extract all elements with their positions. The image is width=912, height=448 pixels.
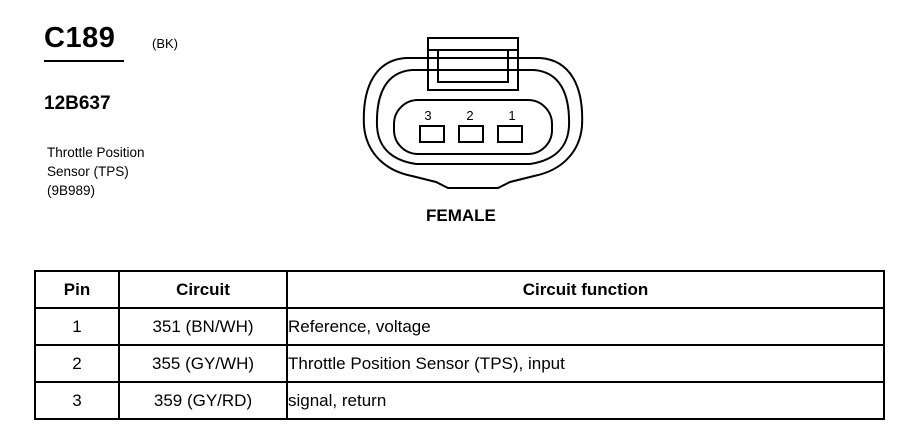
pin-label-3: 3 bbox=[424, 108, 431, 123]
component-description: Throttle Position Sensor (TPS) (9B989) bbox=[47, 143, 145, 200]
connector-housing-outline bbox=[362, 57, 584, 189]
locking-tab bbox=[427, 37, 519, 91]
pin-cell: 3 bbox=[34, 381, 120, 420]
column-header-function: Circuit function bbox=[286, 270, 885, 309]
locking-tab-inner bbox=[437, 49, 509, 83]
table-row: 2 355 (GY/WH) Throttle Position Sensor (… bbox=[34, 344, 885, 383]
connector-face-diagram: 3 2 1 bbox=[362, 37, 584, 189]
connector-color: (BK) bbox=[152, 36, 178, 51]
function-cell: Reference, voltage bbox=[286, 307, 885, 346]
pin-label-1: 1 bbox=[508, 108, 515, 123]
description-line: Sensor (TPS) bbox=[47, 164, 129, 179]
circuit-cell: 355 (GY/WH) bbox=[118, 344, 288, 383]
pinout-table: Pin Circuit Circuit function 1 351 (BN/W… bbox=[34, 270, 885, 420]
pin-socket-1 bbox=[497, 125, 523, 143]
pin-socket-3 bbox=[419, 125, 445, 143]
pin-cell: 2 bbox=[34, 344, 120, 383]
pin-cell: 1 bbox=[34, 307, 120, 346]
function-cell: signal, return bbox=[286, 381, 885, 420]
part-number: 12B637 bbox=[44, 93, 111, 114]
description-line: (9B989) bbox=[47, 183, 96, 198]
terminal-cavity bbox=[393, 99, 553, 155]
pin-socket-2 bbox=[458, 125, 484, 143]
function-cell: Throttle Position Sensor (TPS), input bbox=[286, 344, 885, 383]
connector-inner-outline bbox=[375, 69, 571, 165]
connector-id: C189 bbox=[44, 22, 116, 54]
column-header-pin: Pin bbox=[34, 270, 120, 309]
description-line: Throttle Position bbox=[47, 145, 145, 160]
table-row: 1 351 (BN/WH) Reference, voltage bbox=[34, 307, 885, 346]
connector-gender-label: FEMALE bbox=[426, 206, 496, 225]
circuit-cell: 359 (GY/RD) bbox=[118, 381, 288, 420]
table-row: 3 359 (GY/RD) signal, return bbox=[34, 381, 885, 420]
column-header-circuit: Circuit bbox=[118, 270, 288, 309]
connector-id-underline bbox=[44, 60, 124, 62]
circuit-cell: 351 (BN/WH) bbox=[118, 307, 288, 346]
table-header-row: Pin Circuit Circuit function bbox=[34, 270, 885, 309]
pin-label-2: 2 bbox=[466, 108, 473, 123]
